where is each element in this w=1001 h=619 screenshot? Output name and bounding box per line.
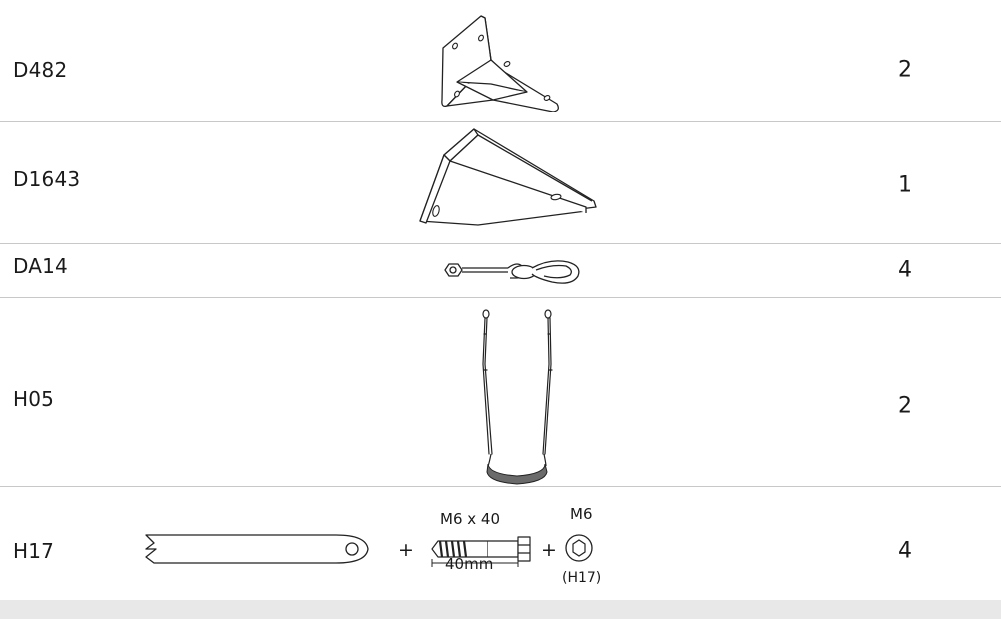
corner-bracket-icon [441,15,559,112]
part-code: D482 [13,58,68,82]
part-quantity: 1 [898,172,912,198]
part-code: D1643 [13,167,81,191]
nut-ref-label: (H17) [562,570,602,586]
part-row-h05: H05 2 [0,298,1001,487]
plus-sign: + [541,539,557,561]
plus-sign: + [398,539,414,561]
part-quantity: 4 [898,257,912,283]
nut-icon [565,534,593,562]
eye-bolt-hook-icon [444,260,580,284]
part-code: H05 [13,387,55,411]
part-quantity: 2 [898,57,912,83]
bolt-length-label: 40mm [445,555,494,573]
part-row-da14: DA14 4 [0,244,1001,298]
part-row-d482: D482 2 [0,0,1001,122]
part-code: DA14 [13,254,68,278]
part-row-h17: H17 + M6 x 40 40mm + M6 (H17) 4 [0,487,1001,600]
part-code: H17 [13,539,55,563]
swing-seat-icon [482,309,553,485]
bolt-icon [431,536,531,567]
strap-icon [145,534,369,564]
part-row-d1643: D1643 1 [0,122,1001,244]
bolt-spec-label: M6 x 40 [440,510,500,528]
part-quantity: 4 [898,538,912,564]
part-quantity: 2 [898,393,912,419]
nut-spec-label: M6 [570,505,593,523]
footer-bar [0,600,1001,619]
angled-bracket-icon [419,128,597,226]
